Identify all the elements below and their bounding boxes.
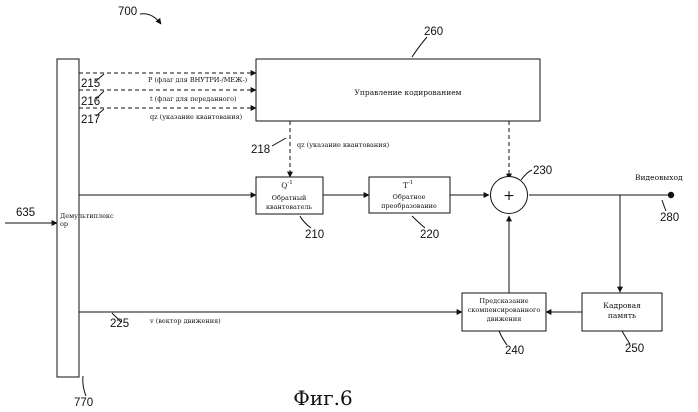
ref-217: 217 [81,114,100,126]
adder-symbol: + [503,188,515,204]
ref-218: 218 [251,144,270,156]
motion-vector-label: v (вектор движения) [149,317,221,325]
ref-leader-210 [300,216,311,228]
figure-caption: Фиг.6 [293,386,353,410]
demux-label-line1: Демультиплекс [60,212,114,220]
inverse-transform-label-line1: Обратное [393,193,426,201]
frame-memory-label-line1: Кадровая [603,301,641,310]
ref-leader-240 [499,331,507,345]
ref-215: 215 [81,78,100,90]
ref-216: 216 [81,96,100,108]
ref-leader-280 [662,200,666,211]
mc-label-line1: Предсказание [479,297,528,305]
figure-number-arrow [140,14,161,24]
ref-leader-220 [412,216,425,228]
ref-210: 210 [305,229,324,241]
ref-leader-770 [83,376,86,396]
ref-leader-218 [272,138,286,146]
p-flag-label: P (флаг для ВНУТРИ-/МЕЖ-) [148,76,248,84]
inverse-transform-label-line2: преобразование [381,202,437,210]
ref-770: 770 [74,397,93,409]
frame-memory-label-line2: память [608,311,636,320]
ref-leader-230 [521,170,532,180]
video-out-label: Видеовыход [635,173,683,182]
qz-down-label: qz (указание квантования) [297,141,390,149]
output-terminal [668,192,674,198]
dequantizer-label-line1: Обратный [272,194,307,202]
ref-230: 230 [533,165,552,177]
dequantizer-label-line2: квантователь [266,203,313,211]
qz-top-label: qz (указание квантования) [150,113,243,121]
coding-control-label: Управление кодированием [354,88,461,97]
ref-240: 240 [505,345,524,357]
ref-700: 700 [118,6,137,18]
ref-260: 260 [424,26,443,38]
ref-220: 220 [420,229,439,241]
ref-280: 280 [660,212,679,224]
mc-label-line2: скомпенсированного [468,306,541,314]
ref-leader-260 [412,37,427,57]
mc-label-line3: движения [487,315,522,323]
ref-225: 225 [110,318,129,330]
demux-label-line2: ор [60,220,68,228]
ref-250: 250 [625,343,644,355]
ref-635: 635 [16,207,35,219]
t-flag-label: t (флаг для переданного) [150,95,237,103]
